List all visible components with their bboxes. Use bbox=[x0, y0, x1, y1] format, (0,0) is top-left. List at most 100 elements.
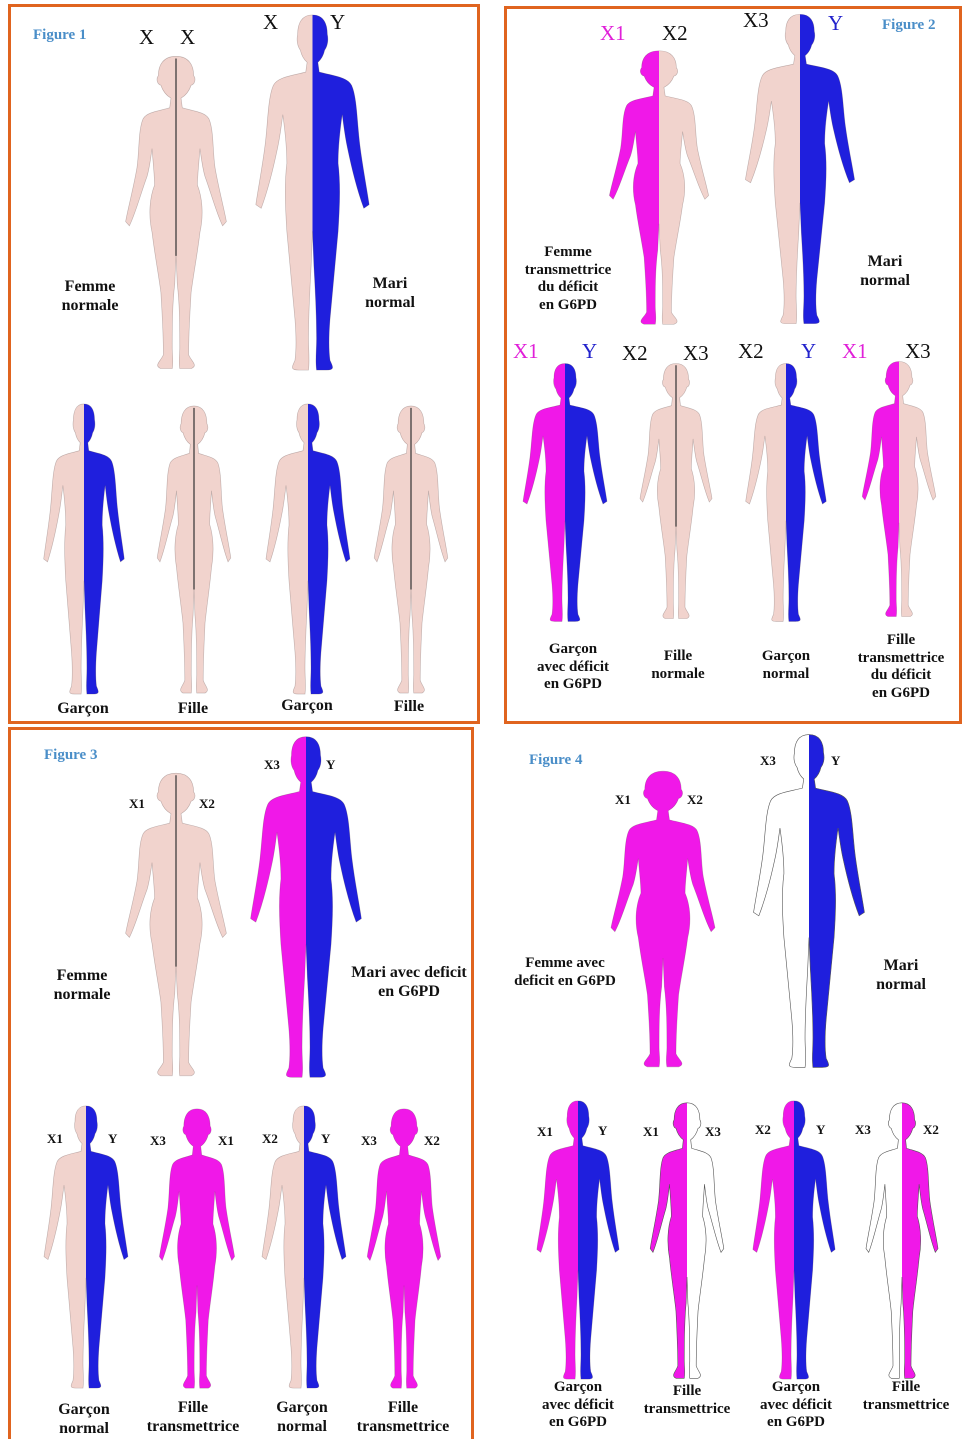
f3-father-figure bbox=[240, 732, 372, 1082]
f1-child-3-figure bbox=[258, 400, 358, 698]
right-half bbox=[86, 1102, 136, 1392]
left-half bbox=[150, 1105, 197, 1393]
left-half bbox=[529, 1097, 578, 1383]
left-half bbox=[598, 767, 663, 1072]
left-half bbox=[631, 360, 676, 623]
f2-mother-label: Femme transmettrice du déficit en G6PD bbox=[512, 244, 624, 315]
right-half bbox=[411, 402, 457, 698]
f2-child-1-chrom-right: Y bbox=[582, 341, 597, 362]
f2-father-label: Mari normal bbox=[837, 253, 933, 291]
figure-4-title: Figure 4 bbox=[529, 752, 582, 769]
f3-child-4-figure bbox=[358, 1105, 450, 1393]
f2-child-3-chrom-right: Y bbox=[801, 341, 816, 362]
right-half bbox=[84, 400, 132, 698]
figure-1-title: Figure 1 bbox=[33, 27, 86, 44]
right-half bbox=[304, 1102, 354, 1392]
figure-2-panel: Figure 2 X1 X2 X3 Y Femme transmettrice … bbox=[485, 0, 962, 727]
f2-child-1-figure bbox=[515, 360, 615, 625]
f3-child-4-label: Fille transmettrice bbox=[348, 1399, 458, 1437]
f2-child-4-figure bbox=[853, 358, 945, 621]
left-half bbox=[148, 402, 194, 698]
right-half bbox=[176, 769, 239, 1081]
f2-child-4-label: Fille transmettrice du déficit en G6PD bbox=[845, 632, 957, 703]
f1-child-2-figure bbox=[148, 402, 240, 698]
left-half bbox=[36, 400, 84, 698]
f1-mother-label: Femme normale bbox=[40, 278, 140, 316]
f4-child-2-figure bbox=[641, 1099, 733, 1383]
left-half bbox=[745, 1097, 794, 1383]
f2-child-1-label: Garçon avec déficit en G6PD bbox=[518, 641, 628, 694]
right-half bbox=[578, 1097, 627, 1383]
f2-child-2-label: Fille normale bbox=[633, 648, 723, 683]
left-half bbox=[857, 1099, 902, 1383]
f1-mother-chrom-right: X bbox=[180, 27, 195, 48]
right-half bbox=[404, 1105, 450, 1393]
left-half bbox=[254, 1102, 304, 1392]
left-half bbox=[743, 730, 809, 1072]
figure-1-panel: Figure 1 X X X Y Femme normale Mari norm… bbox=[0, 0, 485, 727]
left-half bbox=[36, 1102, 86, 1392]
f4-mother-label: Femme avec deficit en G6PD bbox=[503, 955, 627, 990]
right-half bbox=[194, 402, 240, 698]
right-half bbox=[809, 730, 875, 1072]
f1-child-4-figure bbox=[365, 402, 457, 698]
f1-child-1-figure bbox=[36, 400, 132, 698]
f3-father-label: Mari avec deficit en G6PD bbox=[340, 964, 478, 1002]
f2-child-3-chrom-left: X2 bbox=[738, 341, 764, 362]
f4-child-3-figure bbox=[745, 1097, 843, 1383]
f1-child-1-label: Garçon bbox=[38, 700, 128, 719]
f3-mother-label: Femme normale bbox=[32, 967, 132, 1005]
f2-child-3-figure bbox=[738, 360, 834, 625]
left-half bbox=[240, 732, 306, 1082]
f2-mother-chrom-left: X1 bbox=[600, 23, 626, 44]
right-half bbox=[676, 360, 721, 623]
f2-mother-chrom-right: X2 bbox=[662, 23, 688, 44]
right-half bbox=[308, 400, 358, 698]
f4-child-1-figure bbox=[529, 1097, 627, 1383]
f2-child-3-label: Garçon normal bbox=[738, 648, 834, 683]
f4-child-4-label: Fille transmettrice bbox=[851, 1379, 961, 1414]
f4-child-4-figure bbox=[857, 1099, 947, 1383]
f3-child-3-figure bbox=[254, 1102, 354, 1392]
right-half bbox=[306, 732, 372, 1082]
f1-father-figure bbox=[245, 10, 380, 375]
f4-child-2-label: Fille transmettrice bbox=[631, 1383, 743, 1418]
f1-mother-chrom-left: X bbox=[139, 27, 154, 48]
f1-child-2-label: Fille bbox=[148, 700, 238, 719]
f1-mother-figure bbox=[113, 52, 239, 374]
left-half bbox=[113, 52, 176, 374]
f3-child-1-figure bbox=[36, 1102, 136, 1392]
right-half bbox=[313, 10, 381, 375]
figure-3-panel: Figure 3 X1 X2 X3 Y Femme normale Mari a… bbox=[0, 727, 485, 1439]
right-half bbox=[565, 360, 615, 625]
left-half bbox=[853, 358, 899, 621]
f1-child-3-label: Garçon bbox=[262, 697, 352, 716]
f1-child-4-label: Fille bbox=[364, 698, 454, 717]
left-half bbox=[365, 402, 411, 698]
left-half bbox=[738, 360, 786, 625]
figure-3-title: Figure 3 bbox=[44, 747, 97, 764]
left-half bbox=[358, 1105, 404, 1393]
left-half bbox=[245, 10, 313, 375]
f4-child-3-label: Garçon avec déficit en G6PD bbox=[745, 1379, 847, 1432]
right-half bbox=[794, 1097, 843, 1383]
right-half bbox=[176, 52, 239, 374]
f4-mother-figure bbox=[598, 767, 728, 1072]
f3-child-2-figure bbox=[150, 1105, 244, 1393]
f4-father-label: Mari normal bbox=[853, 957, 949, 995]
right-half bbox=[659, 47, 721, 329]
f2-child-2-figure bbox=[631, 360, 721, 623]
left-half bbox=[113, 769, 176, 1081]
right-half bbox=[687, 1099, 733, 1383]
f4-child-1-label: Garçon avec déficit en G6PD bbox=[527, 1379, 629, 1432]
f2-child-1-chrom-left: X1 bbox=[513, 341, 539, 362]
figure-4-panel: Figure 4 X1 X2 X3 Y Femme avec deficit e… bbox=[485, 727, 962, 1439]
f3-child-3-label: Garçon normal bbox=[256, 1399, 348, 1437]
figure-2-title: Figure 2 bbox=[882, 17, 935, 34]
f1-father-label: Mari normal bbox=[340, 275, 440, 313]
f3-child-1-label: Garçon normal bbox=[38, 1401, 130, 1439]
left-half bbox=[515, 360, 565, 625]
right-half bbox=[663, 767, 728, 1072]
f3-mother-figure bbox=[113, 769, 239, 1081]
right-half bbox=[902, 1099, 947, 1383]
